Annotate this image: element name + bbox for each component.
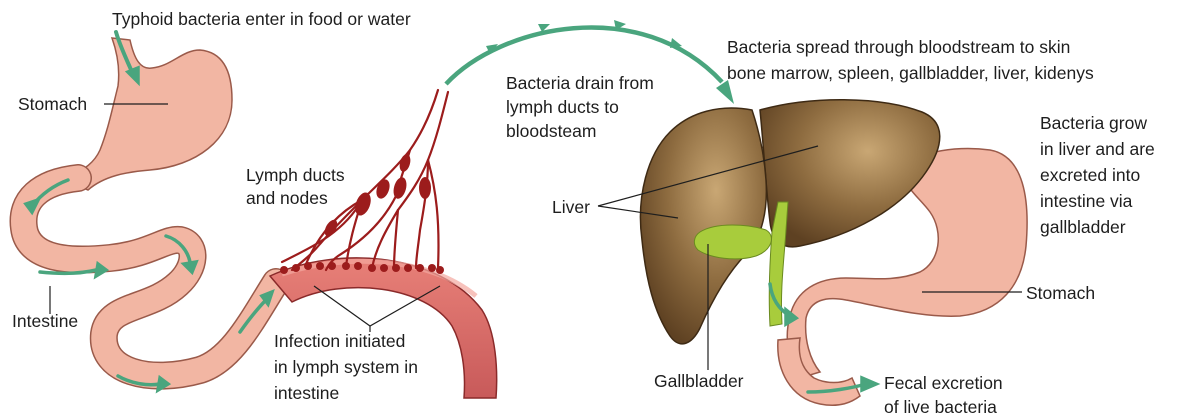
left-intestine <box>23 178 276 376</box>
left-stomach <box>64 38 232 190</box>
label-intestine: Intestine <box>12 310 78 333</box>
label-spread-line-2: bone marrow, spleen, gallbladder, liver,… <box>727 62 1094 85</box>
label-grow-line-5: gallbladder <box>1040 216 1126 239</box>
label-drain-line-3: bloodsteam <box>506 120 596 143</box>
label-entry: Typhoid bacteria enter in food or water <box>112 8 411 31</box>
label-infection-line-3: intestine <box>274 382 339 405</box>
label-lymph-ducts-line-1: Lymph ducts <box>246 164 345 187</box>
label-infection-line-2: in lymph system in <box>274 356 418 379</box>
label-gallbladder: Gallbladder <box>654 370 744 393</box>
label-infection-line-1: Infection initiated <box>274 330 405 353</box>
label-grow-line-1: Bacteria grow <box>1040 112 1147 135</box>
label-lymph-ducts-line-2: and nodes <box>246 187 328 210</box>
label-fecal-line-1: Fecal excretion <box>884 372 1003 395</box>
label-stomach-right: Stomach <box>1026 282 1095 305</box>
label-grow-line-3: excreted into <box>1040 164 1140 187</box>
label-grow-line-2: in liver and are <box>1040 138 1155 161</box>
label-liver: Liver <box>552 196 590 219</box>
label-grow-line-4: intestine via <box>1040 190 1132 213</box>
label-drain-line-2: lymph ducts to <box>506 96 619 119</box>
label-fecal-line-2: of live bacteria <box>884 396 997 419</box>
label-spread-line-1: Bacteria spread through bloodstream to s… <box>727 36 1070 59</box>
label-drain-line-1: Bacteria drain from <box>506 72 654 95</box>
label-stomach-left: Stomach <box>18 93 87 116</box>
